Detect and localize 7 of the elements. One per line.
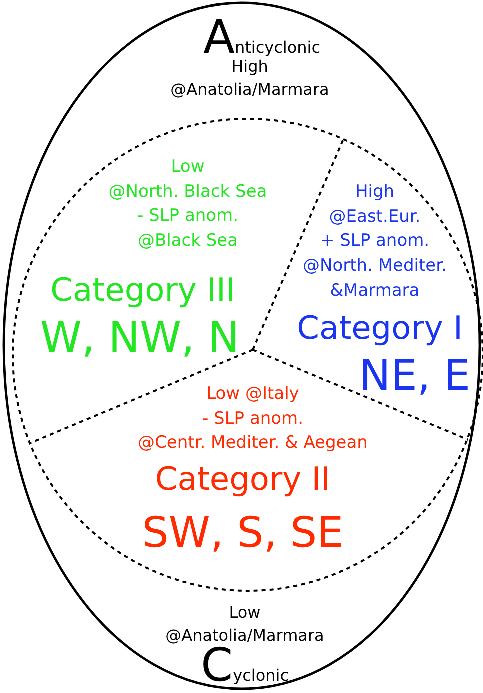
description-text: High @East.Eur. + SLP anom. @North. Mediter. &Marmara xyxy=(302,181,448,303)
wind-directions: W, NW, N xyxy=(40,314,240,362)
description-text: Low @North. Black Sea - SLP anom. @Black Sea xyxy=(108,156,268,253)
wind-directions: SW, S, SE xyxy=(142,509,344,558)
category-title: Category I xyxy=(297,310,463,347)
category-title: Category III xyxy=(50,272,236,309)
category-title: Category II xyxy=(155,461,331,498)
